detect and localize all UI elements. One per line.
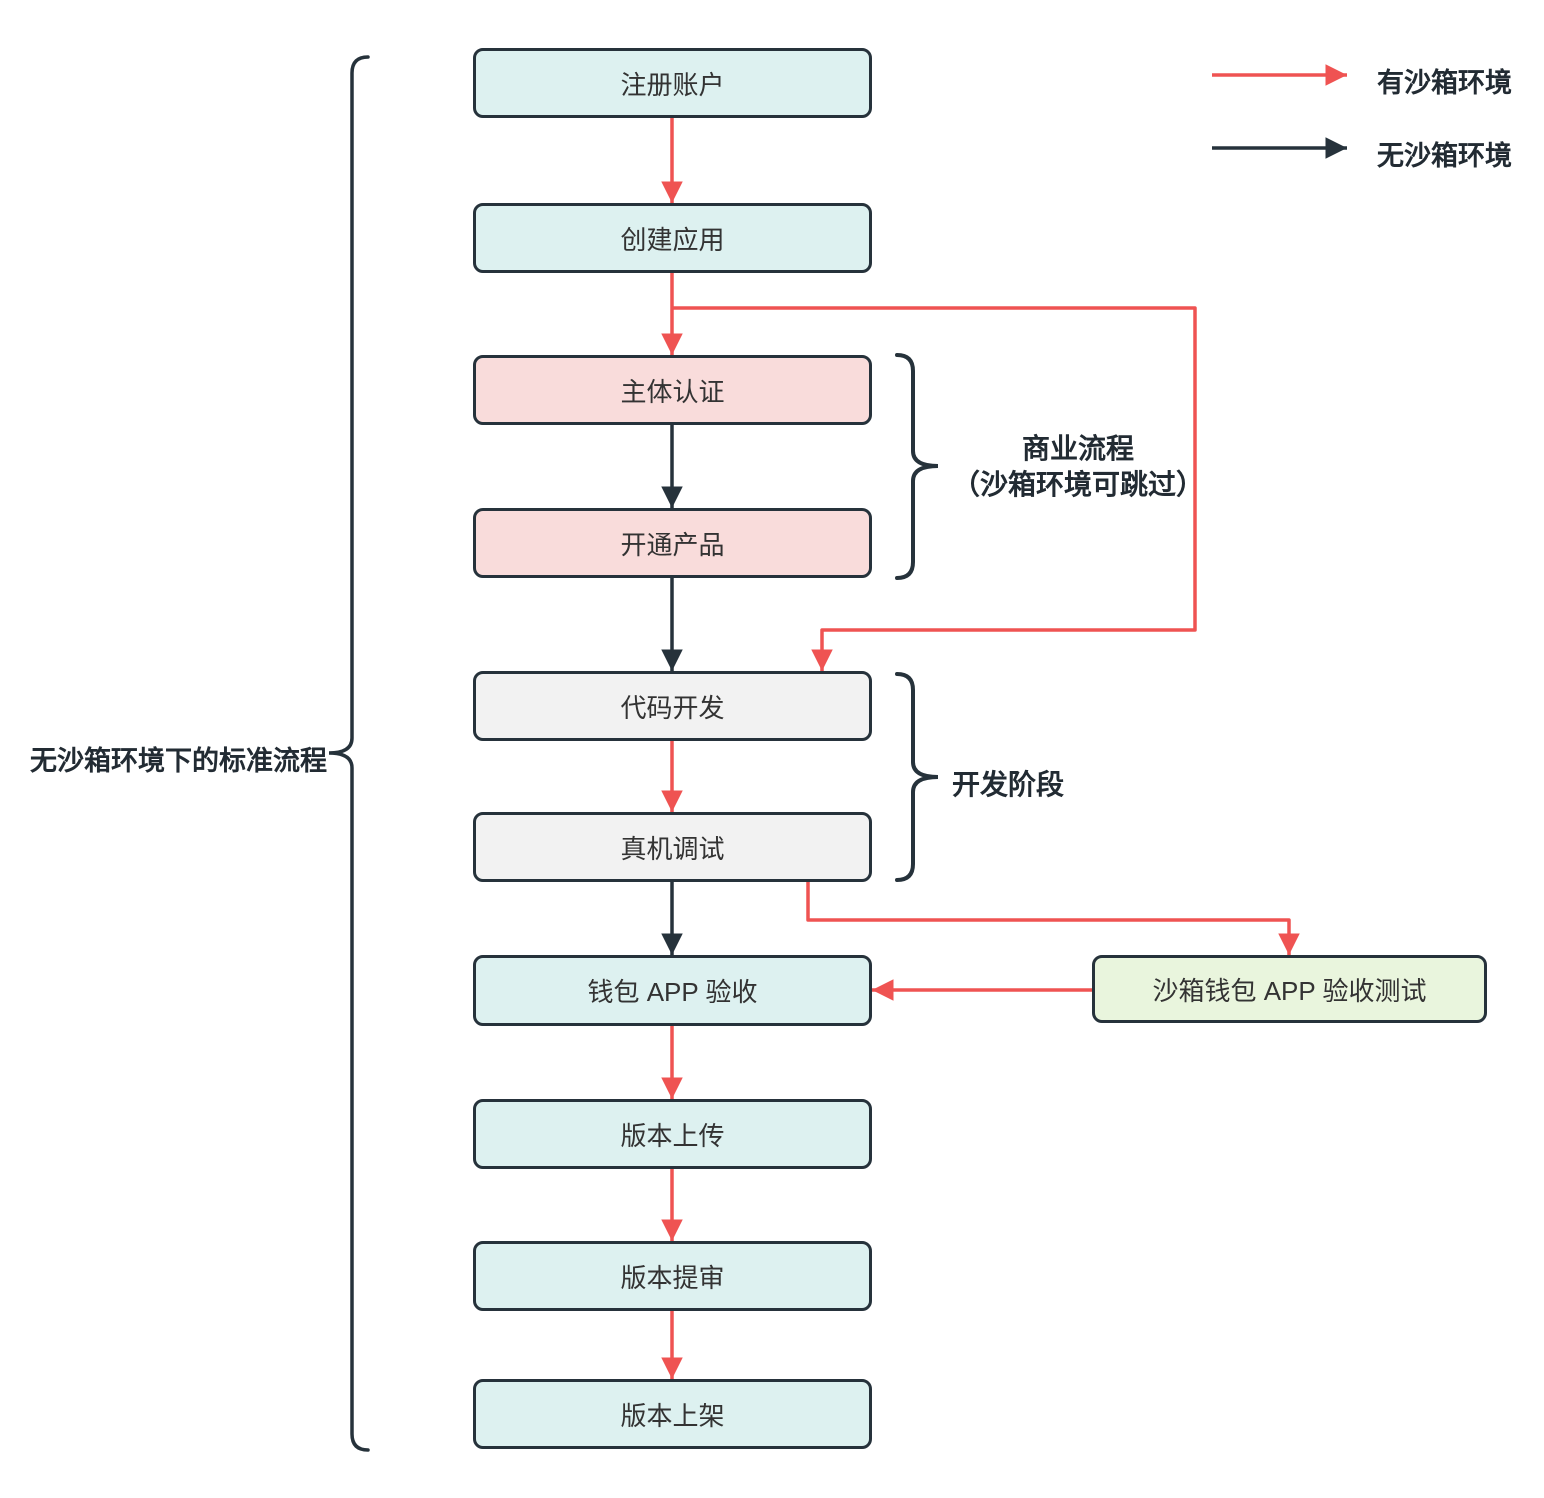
business-process-label-line1: 商业流程: [1021, 433, 1134, 464]
business-brace: [895, 353, 939, 580]
business-process-label-line2: （沙箱环境可跳过）: [951, 469, 1204, 500]
dev-stage-brace: [895, 672, 939, 882]
business-process-label: 商业流程 （沙箱环境可跳过）: [946, 431, 1210, 503]
legend-label-without-sandbox: 无沙箱环境: [1377, 141, 1512, 171]
standard-flow-brace: [328, 55, 370, 1452]
create-bypass-to-code: [672, 306, 1197, 671]
legend-label-with-sandbox: 有沙箱环境: [1377, 68, 1512, 98]
dev-stage-label: 开发阶段: [951, 769, 1064, 800]
debug-to-sandbox: [806, 882, 1300, 955]
standard-flow-label: 无沙箱环境下的标准流程: [30, 746, 327, 776]
